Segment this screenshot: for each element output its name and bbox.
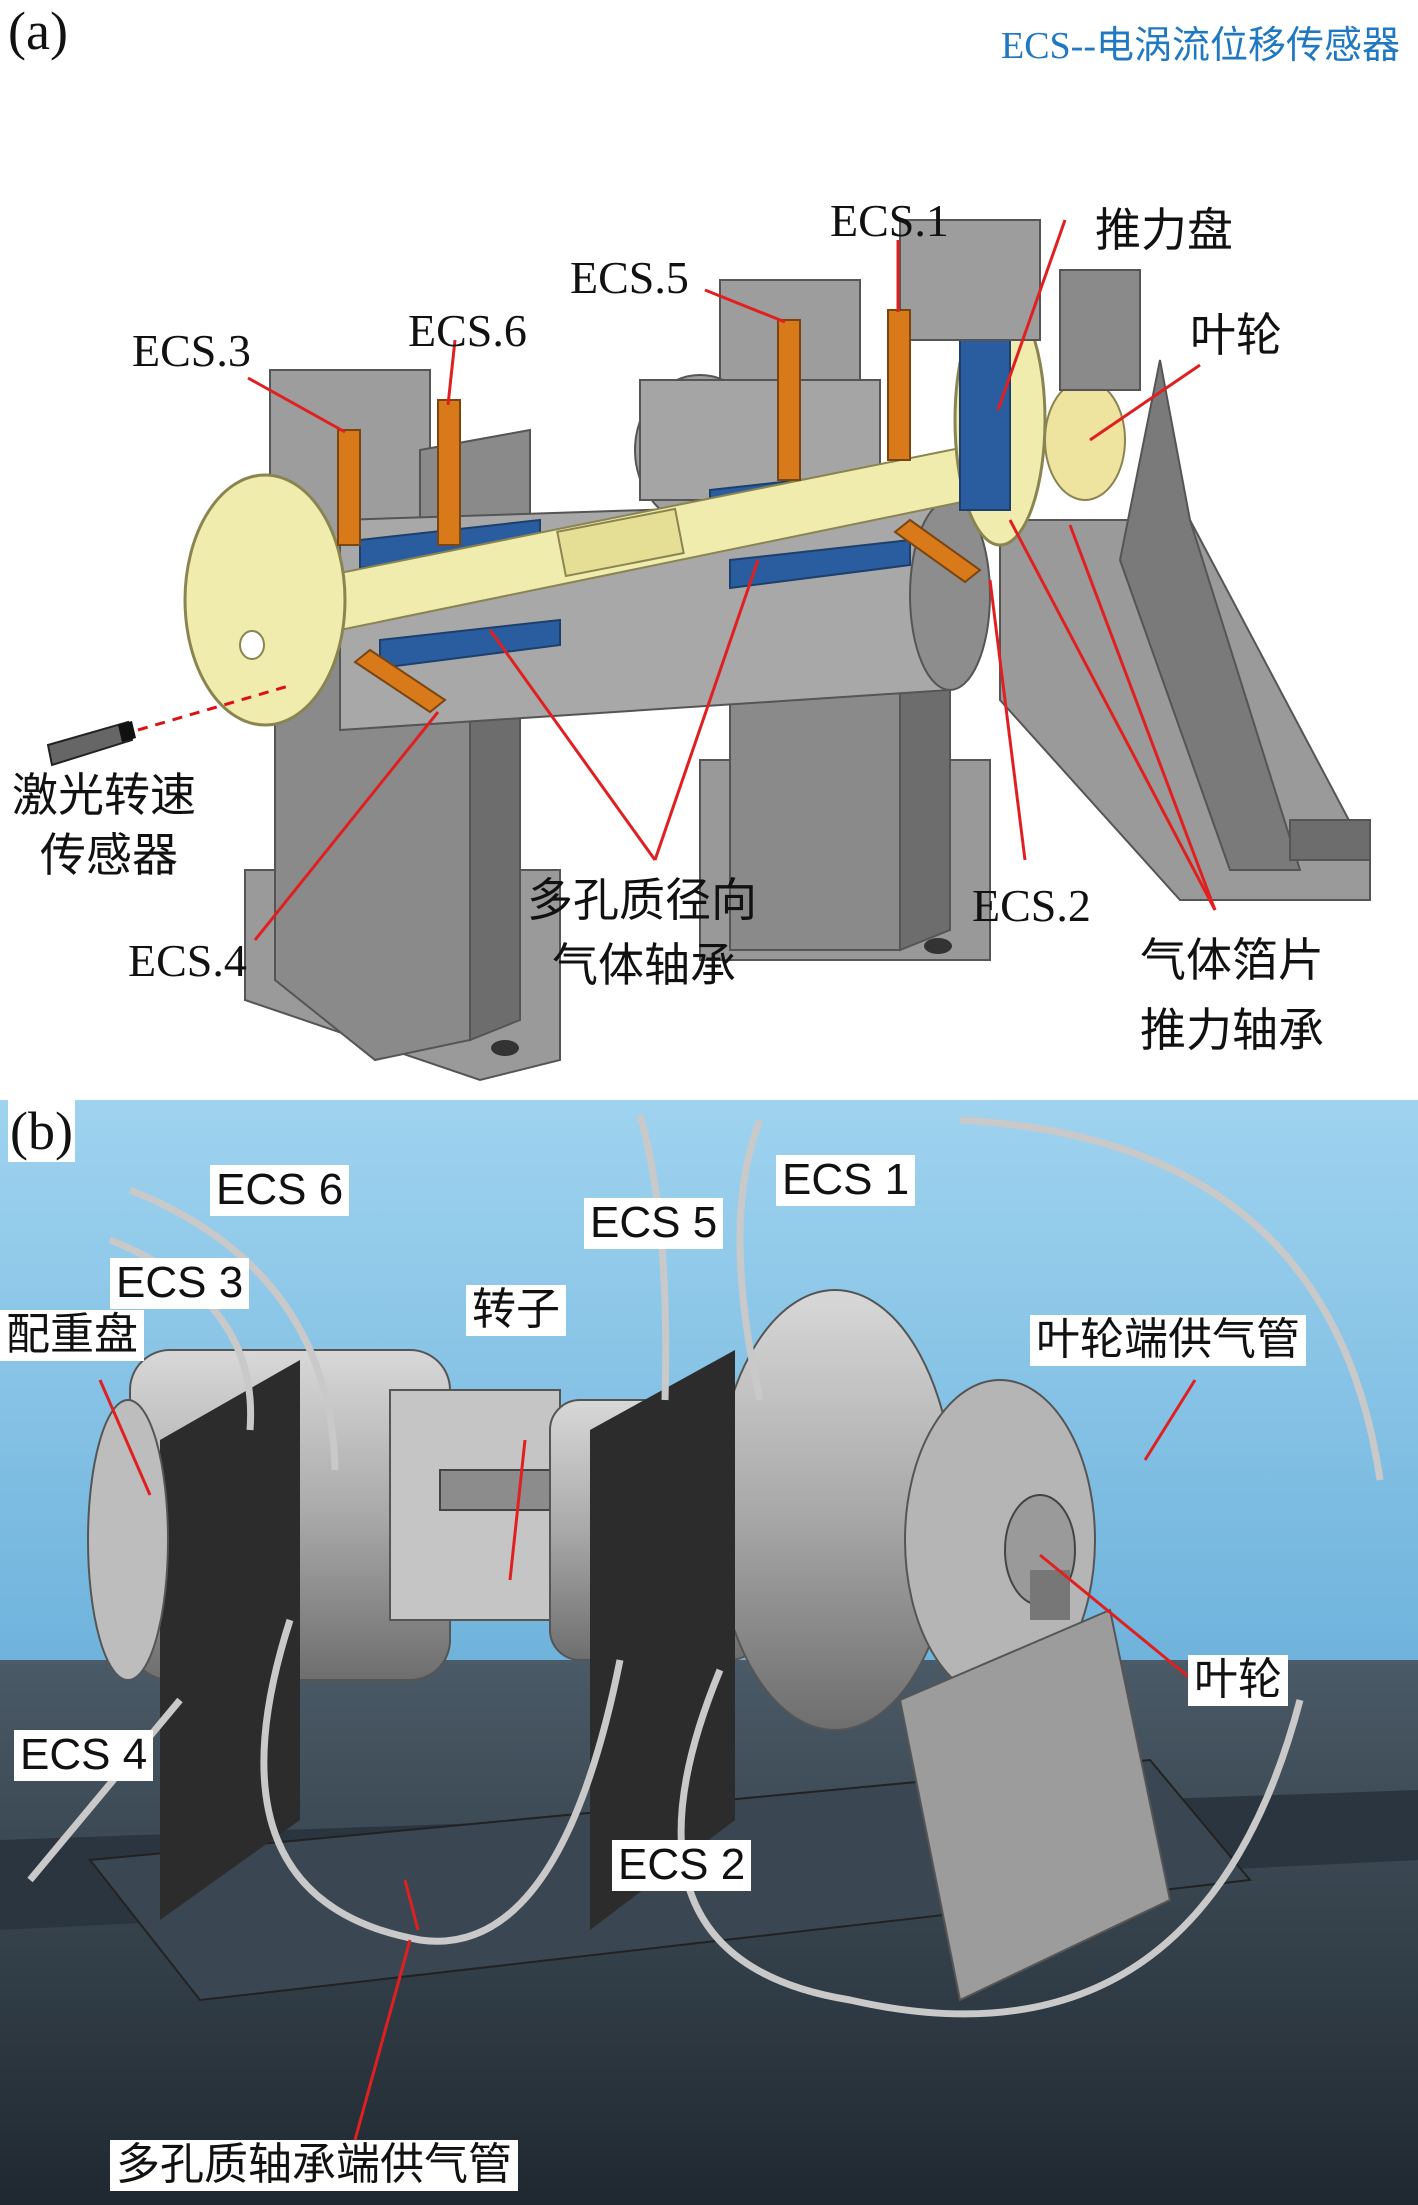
label-a-ecs4: ECS.4 <box>128 935 247 986</box>
label-laser-line1: 激光转速 <box>12 770 196 821</box>
panel-a-cad-diagram: (a) ECS--电涡流位移传感器 <box>0 0 1418 1100</box>
cad-drawing <box>46 219 1371 1082</box>
label-porous-line2: 气体轴承 <box>552 940 736 991</box>
label-b-ecs5: ECS 5 <box>584 1198 724 1249</box>
annotation-arrows <box>247 219 1217 941</box>
label-foil-line1: 气体箔片 <box>1140 935 1324 986</box>
label-a-ecs2: ECS.2 <box>972 880 1091 931</box>
label-b-ecs6: ECS 6 <box>210 1165 350 1216</box>
label-b-ecs4: ECS 4 <box>14 1730 154 1781</box>
ecs-legend: ECS--电涡流位移传感器 <box>1000 25 1400 67</box>
laser-speed-sensor <box>46 683 293 767</box>
panel-a-letter: (a) <box>8 1 68 61</box>
label-rotor: 转子 <box>466 1284 566 1336</box>
label-b-impeller: 叶轮 <box>1188 1654 1288 1706</box>
right-stand <box>999 359 1371 901</box>
test-rig-photo <box>0 1100 1418 2205</box>
label-b-ecs2: ECS 2 <box>612 1840 752 1891</box>
label-a-ecs3: ECS.3 <box>132 325 251 376</box>
label-a-ecs5: ECS.5 <box>570 252 689 303</box>
label-a-ecs1: ECS.1 <box>830 195 949 246</box>
label-b-ecs1: ECS 1 <box>776 1155 916 1206</box>
label-foil-line2: 推力轴承 <box>1140 1005 1324 1056</box>
label-counterweight: 配重盘 <box>0 1309 144 1361</box>
label-porous-pipe: 多孔质轴承端供气管 <box>110 2139 518 2191</box>
label-laser-line2: 传感器 <box>40 830 178 881</box>
ecs-sensors <box>337 309 982 714</box>
label-impeller-pipe: 叶轮端供气管 <box>1030 1314 1306 1366</box>
label-a-impeller: 叶轮 <box>1190 310 1282 361</box>
label-b-ecs3: ECS 3 <box>110 1258 250 1309</box>
panel-b-letter: (b) <box>8 1100 75 1162</box>
label-a-ecs6: ECS.6 <box>408 305 527 356</box>
label-porous-line1: 多孔质径向 <box>527 875 757 926</box>
counterweight-disk <box>183 473 347 727</box>
impeller <box>1044 379 1126 501</box>
photo-arrows <box>98 1379 1197 2141</box>
label-thrust-disk: 推力盘 <box>1095 205 1233 256</box>
panel-b-photo: (b) ECS 6 ECS 5 ECS 1 ECS 3 配重盘 转子 叶轮端供气… <box>0 1100 1418 2205</box>
